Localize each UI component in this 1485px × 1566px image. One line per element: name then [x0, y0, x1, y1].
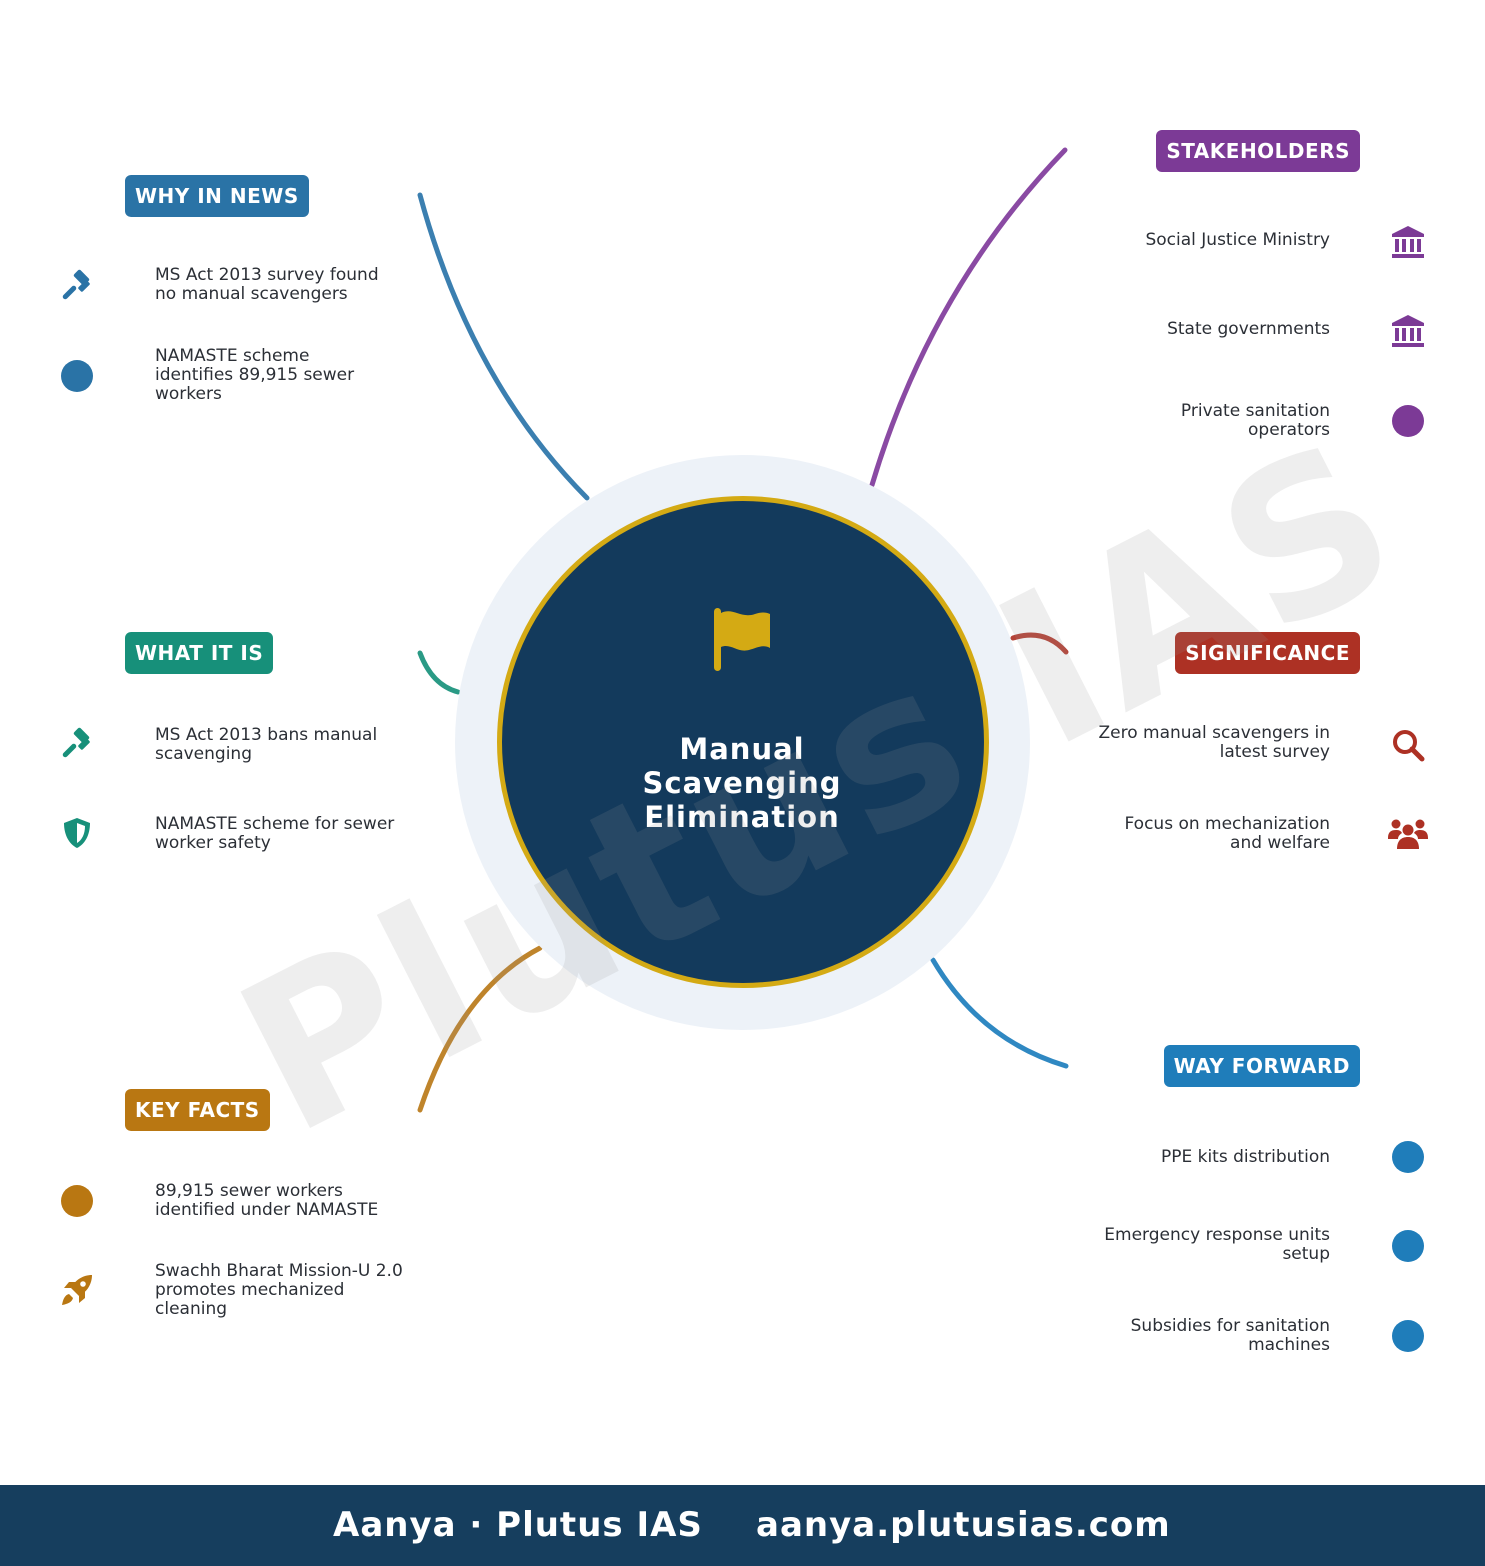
section-badge-stakeholders: STAKEHOLDERS	[1156, 130, 1360, 172]
bank-icon	[1392, 226, 1424, 258]
connector-way-forward	[930, 957, 1069, 1069]
what-it-is-item: MS Act 2013 bans manual scavenging	[155, 725, 378, 764]
section-badge-key-facts: KEY FACTS	[125, 1089, 270, 1131]
footer-url[interactable]: aanya.plutusias.com	[756, 1505, 1171, 1545]
why-in-news-item: MS Act 2013 survey found no manual scave…	[155, 265, 379, 304]
way-forward-item: PPE kits distribution	[1160, 1147, 1330, 1167]
footer-brand: Aanya · Plutus IAS	[333, 1505, 703, 1545]
what-it-is-item: NAMASTE scheme for sewer worker safety	[155, 814, 395, 853]
connector-what-it-is	[417, 650, 461, 695]
center-node	[497, 496, 989, 988]
section-badge-why-in-news: WHY IN NEWS	[125, 175, 309, 217]
bank-icon	[1392, 315, 1424, 347]
stakeholders-item: State governments	[1167, 319, 1330, 339]
stakeholders-item: Private sanitation operators	[1180, 401, 1330, 440]
connector-key-facts	[417, 945, 543, 1113]
gavel-icon	[62, 727, 90, 758]
search-icon	[1393, 730, 1425, 762]
flag-icon	[714, 608, 770, 671]
center-title-line: Scavenging	[642, 766, 842, 800]
rocket-icon	[62, 1275, 92, 1305]
section-badge-what-it-is: WHAT IT IS	[125, 632, 274, 674]
gavel-icon	[62, 269, 90, 300]
circle-icon	[1392, 1320, 1424, 1352]
center-title: Manual Scavenging Elimination	[592, 732, 892, 834]
center-title-line: Elimination	[644, 800, 840, 834]
way-forward-item: Subsidies for sanitation machines	[1130, 1316, 1330, 1355]
connector-significance	[1010, 632, 1069, 655]
significance-item: Zero manual scavengers in latest survey	[1098, 723, 1330, 762]
circle-icon	[1392, 1141, 1424, 1173]
circle-icon	[1392, 405, 1424, 437]
key-facts-item: 89,915 sewer workers identified under NA…	[155, 1181, 379, 1220]
section-badge-way-forward: WAY FORWARD	[1163, 1045, 1360, 1087]
connector-why-in-news	[417, 192, 590, 501]
key-facts-item: Swachh Bharat Mission-U 2.0 promotes mec…	[155, 1261, 403, 1319]
section-badge-significance: SIGNIFICANCE	[1175, 632, 1360, 674]
users-icon	[1388, 819, 1428, 849]
footer-bar: Aanya · Plutus IAS aanya.plutusias.com	[0, 1485, 1485, 1566]
significance-item: Focus on mechanization and welfare	[1124, 814, 1331, 853]
circle-icon	[61, 360, 93, 392]
connector-stakeholders	[869, 147, 1068, 488]
why-in-news-item: NAMASTE scheme identifies 89,915 sewer w…	[155, 346, 355, 404]
center-title-line: Manual	[679, 732, 805, 766]
circle-icon	[1392, 1230, 1424, 1262]
circle-icon	[61, 1185, 93, 1217]
way-forward-item: Emergency response units setup	[1104, 1225, 1330, 1264]
stakeholders-item: Social Justice Ministry	[1145, 230, 1330, 250]
shield-icon	[64, 818, 90, 848]
